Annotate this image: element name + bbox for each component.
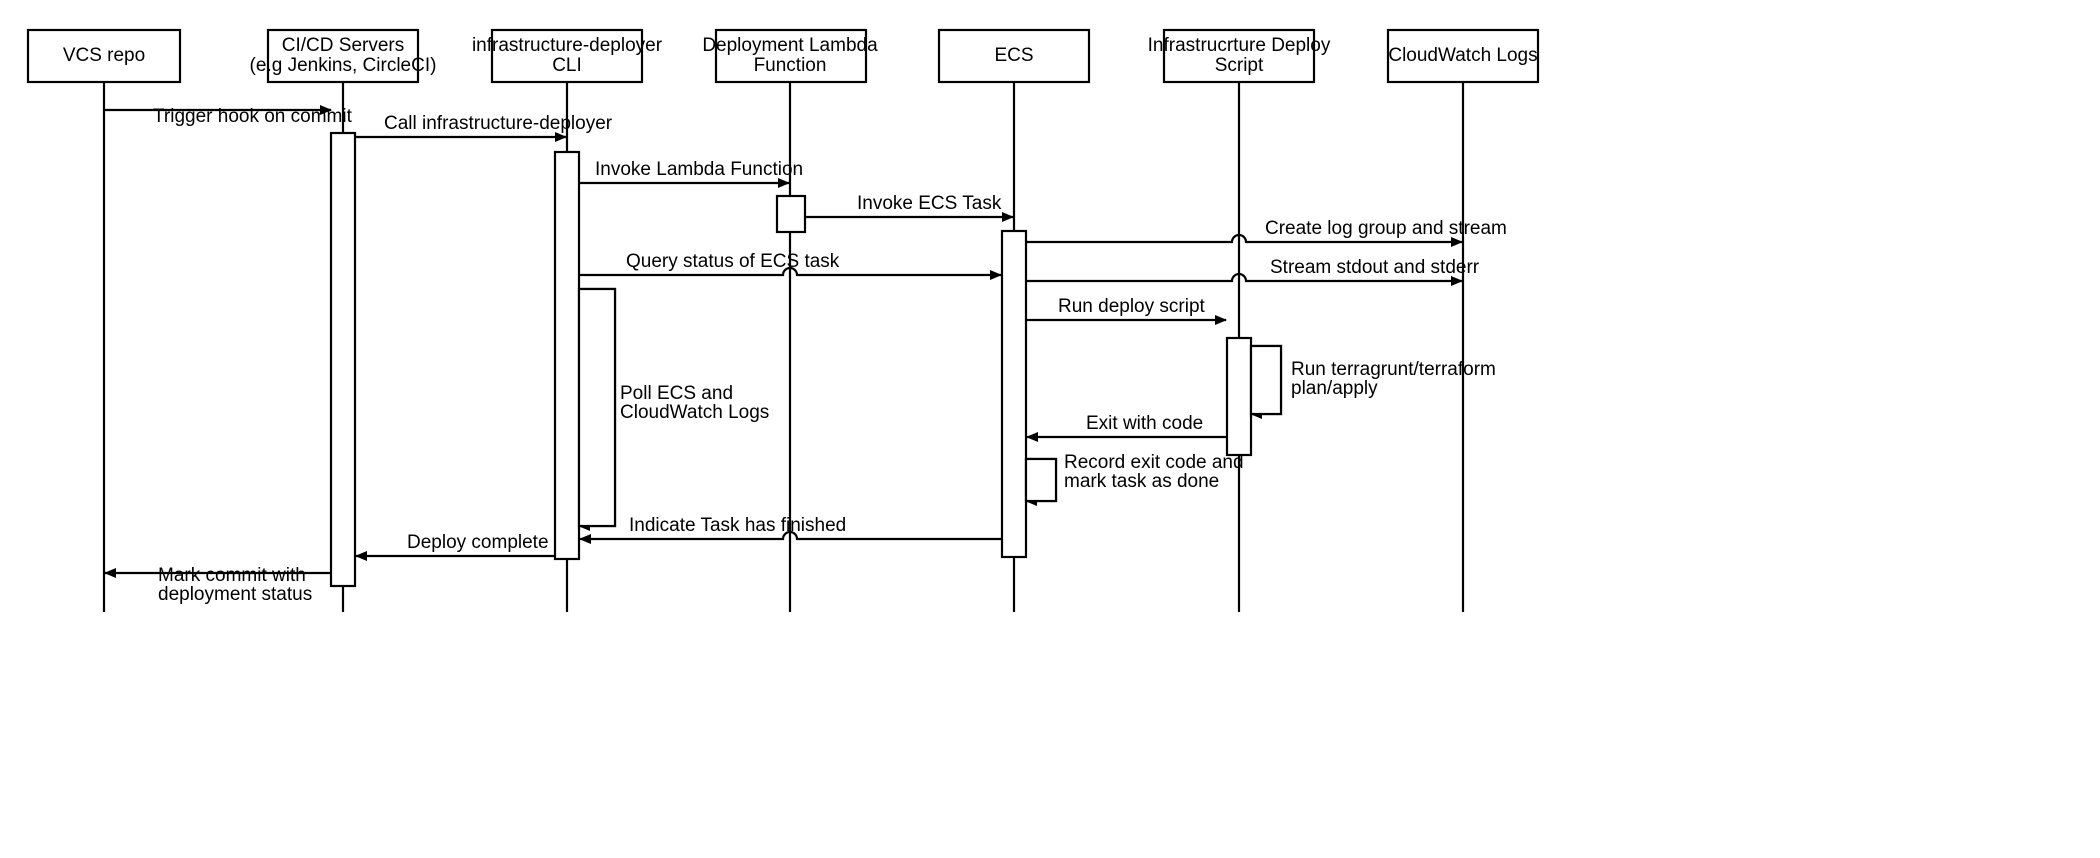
message-label-m5: Create log group and stream bbox=[1265, 218, 1507, 239]
message-m6 bbox=[579, 266, 1002, 280]
message-label-m11: Record exit code and bbox=[1064, 452, 1244, 473]
participant-box-cwlogs[interactable] bbox=[1386, 28, 1540, 84]
activation-box-ecs-self bbox=[1024, 457, 1058, 503]
message-label-m9: plan/apply bbox=[1291, 378, 1378, 399]
message-label-m2: Call infrastructure-deployer bbox=[384, 113, 613, 134]
activation-box-ds-self bbox=[1249, 344, 1283, 416]
message-label-m13: Indicate Task has finished bbox=[629, 515, 846, 536]
participant-label-ecs: ECS bbox=[994, 45, 1033, 66]
participant-cicd[interactable]: CI/CD Servers(e.g Jenkins, CircleCI) bbox=[250, 28, 437, 84]
participant-label-cicd: (e.g Jenkins, CircleCI) bbox=[250, 55, 437, 76]
participant-label-vcs: VCS repo bbox=[63, 45, 145, 66]
message-label-m1: Trigger hook on commit bbox=[153, 106, 353, 127]
participant-box-cicd[interactable] bbox=[266, 28, 420, 84]
participant-label-lambda: Function bbox=[754, 55, 827, 76]
participant-label-deployscript: Script bbox=[1215, 55, 1264, 76]
message-m5 bbox=[1026, 233, 1463, 247]
message-label-m12: Poll ECS and bbox=[620, 383, 733, 404]
participant-label-cli: infrastructure-deployer bbox=[472, 35, 663, 56]
message-label-m12: CloudWatch Logs bbox=[620, 402, 769, 423]
message-label-m15: deployment status bbox=[158, 584, 312, 605]
message-label-m7: Stream stdout and stderr bbox=[1270, 257, 1480, 278]
message-m7 bbox=[1026, 272, 1463, 286]
activation-box-cli bbox=[553, 150, 581, 561]
message-label-m6: Query status of ECS task bbox=[626, 251, 840, 272]
activation-boxes-group bbox=[329, 131, 1283, 588]
message-labels-group: Trigger hook on commit Call infrastructur… bbox=[153, 106, 1507, 605]
activation-box-lambda bbox=[775, 194, 807, 234]
participant-label-deployscript: Infrastrucrture Deploy bbox=[1148, 35, 1331, 56]
message-label-m3: Invoke Lambda Function bbox=[595, 159, 803, 180]
activation-box-cli-self bbox=[577, 287, 617, 528]
message-arrow-m13 bbox=[579, 530, 1001, 544]
participant-vcs[interactable]: VCS repo bbox=[26, 28, 182, 84]
message-label-m15: Mark commit with bbox=[158, 565, 306, 586]
participant-label-cli: CLI bbox=[552, 55, 582, 76]
participant-box-lambda[interactable] bbox=[714, 28, 868, 84]
activation-box-ecs bbox=[1000, 229, 1028, 559]
activation-box-cicd bbox=[329, 131, 357, 588]
message-arrow-m7 bbox=[1026, 272, 1463, 286]
message-label-m9: Run terragrunt/terraform bbox=[1291, 359, 1496, 380]
message-arrow-m6 bbox=[579, 266, 1002, 280]
participant-label-cwlogs: CloudWatch Logs bbox=[1388, 45, 1537, 66]
participant-cwlogs[interactable]: CloudWatch Logs bbox=[1386, 28, 1540, 84]
participant-label-cicd: CI/CD Servers bbox=[282, 35, 404, 56]
participant-box-deployscript[interactable] bbox=[1162, 28, 1316, 84]
participant-box-ecs[interactable] bbox=[937, 28, 1091, 84]
message-label-m11: mark task as done bbox=[1064, 471, 1219, 492]
message-label-m10: Exit with code bbox=[1086, 413, 1203, 434]
participant-boxes-group: VCS repo CI/CD Servers(e.g Jenkins, Circl… bbox=[26, 28, 1540, 84]
message-label-m14: Deploy complete bbox=[407, 532, 549, 553]
message-arrow-m5 bbox=[1026, 233, 1463, 247]
participant-label-lambda: Deployment Lambda bbox=[702, 35, 878, 56]
message-label-m8: Run deploy script bbox=[1058, 296, 1206, 317]
participant-box-vcs[interactable] bbox=[26, 28, 182, 84]
participant-ecs[interactable]: ECS bbox=[937, 28, 1091, 84]
message-m13 bbox=[579, 530, 1001, 544]
message-label-m4: Invoke ECS Task bbox=[857, 193, 1002, 214]
participant-box-cli[interactable] bbox=[490, 28, 644, 84]
activation-box-deployscript bbox=[1225, 336, 1253, 457]
